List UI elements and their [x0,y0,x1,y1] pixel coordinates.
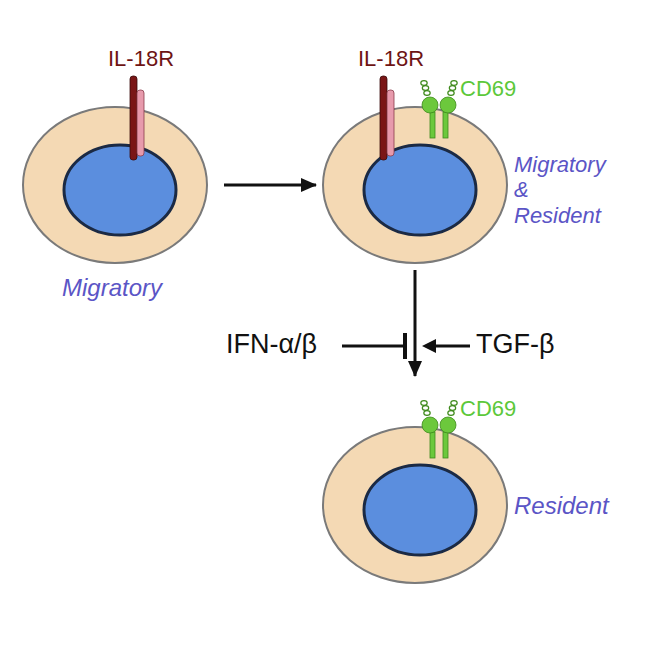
cell-state-label: Resident [514,492,609,520]
cell: CD69Resident [320,380,630,592]
cell-body [323,427,507,583]
nucleus [364,465,476,555]
il18r-receptor [380,76,394,160]
inhibition-line [342,345,404,348]
cell-state-label: Migratory & Resident [514,152,614,228]
inhibition-bar [403,333,407,359]
receptor-label: CD69 [460,76,516,101]
cell-shape [20,40,220,312]
cytokine-label: IFN-α/β [226,329,317,360]
transition-arrow [414,270,417,376]
cell-state-label: Migratory [62,274,162,302]
receptor-label: IL-18R [358,46,424,71]
cell: IL-18R CD69Migratory & Resident [320,40,630,268]
receptor-label: CD69 [460,396,516,421]
cell: IL-18R Migratory [20,40,220,312]
il18r-receptor [130,76,144,160]
cell-body [323,107,507,263]
activation-line [434,345,470,348]
cell-body [23,107,207,263]
activation-head [422,339,436,353]
cd69-molecule [421,81,457,138]
receptor-label: IL-18R [108,46,174,71]
transition-arrow [224,184,316,187]
cd69-molecule [421,401,457,458]
nucleus [64,145,176,235]
cytokine-label: TGF-β [476,329,555,360]
